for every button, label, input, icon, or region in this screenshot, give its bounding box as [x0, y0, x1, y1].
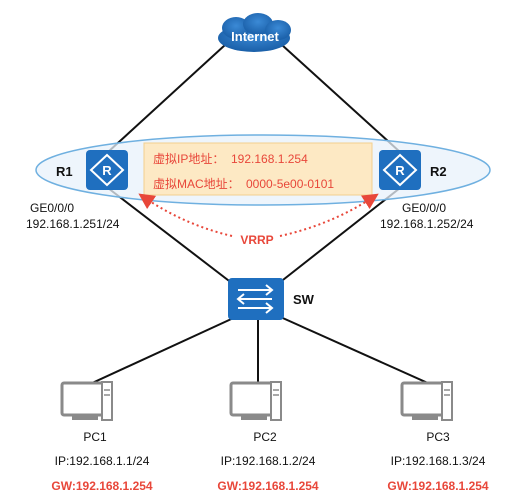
- pc2-ip: IP:192.168.1.2/24: [221, 454, 316, 468]
- router-r-letter: R: [102, 163, 112, 178]
- pc3-name: PC3: [426, 430, 450, 444]
- pc3-ip: IP:192.168.1.3/24: [391, 454, 486, 468]
- cloud-icon: [218, 13, 291, 52]
- virtual-mac-value: 0000-5e00-0101: [246, 177, 334, 191]
- router-diamond: [89, 153, 125, 187]
- internet-cloud: Internet: [218, 13, 291, 52]
- vrrp-arrow-right: [279, 193, 379, 237]
- link-r1-sw: [107, 187, 238, 288]
- virtual-mac-label: 虚拟MAC地址：: [153, 177, 240, 191]
- pc2-gw: GW:192.168.1.254: [217, 479, 319, 493]
- switch-sw: [228, 278, 284, 320]
- link-internet-r1: [107, 44, 226, 153]
- router-r-letter: R: [395, 163, 405, 178]
- pc2: [229, 381, 282, 421]
- router-r2-ip: 192.168.1.252/24: [380, 217, 474, 231]
- router-r2-interface: GE0/0/0: [402, 201, 446, 215]
- router-r1: R: [86, 150, 128, 190]
- computer-icon: [229, 381, 282, 421]
- pc1-name: PC1: [83, 430, 107, 444]
- vrrp-arrow-left: [138, 193, 233, 237]
- links: [89, 44, 431, 385]
- computer-icon: [60, 381, 113, 421]
- pc1-gw: GW:192.168.1.254: [51, 479, 153, 493]
- virtual-ip-value: 192.168.1.254: [231, 152, 308, 166]
- virtual-ip-label: 虚拟IP地址：: [153, 152, 224, 166]
- link-r2-sw: [273, 187, 401, 288]
- pc3: [400, 381, 453, 421]
- pc2-name: PC2: [253, 430, 277, 444]
- virtual-address-box: [143, 142, 373, 196]
- pc1-ip: IP:192.168.1.1/24: [55, 454, 150, 468]
- router-r1-ip: 192.168.1.251/24: [26, 217, 120, 231]
- vrrp-label: VRRP: [240, 233, 273, 247]
- switch-arrows: [236, 284, 274, 314]
- router-r1-name: R1: [56, 164, 73, 179]
- router-r1-interface: GE0/0/0: [30, 201, 74, 215]
- link-sw-pc1: [89, 314, 241, 385]
- pc1: [60, 381, 113, 421]
- switch-name: SW: [293, 292, 315, 307]
- internet-label: Internet: [231, 29, 279, 44]
- router-icon: [86, 150, 128, 190]
- router-r2: R: [379, 150, 421, 190]
- computer-icon: [400, 381, 453, 421]
- link-internet-r2: [281, 44, 401, 153]
- pc3-gw: GW:192.168.1.254: [387, 479, 489, 493]
- router-diamond: [382, 153, 418, 187]
- link-sw-pc3: [275, 314, 431, 385]
- router-r2-name: R2: [430, 164, 447, 179]
- router-icon: [379, 150, 421, 190]
